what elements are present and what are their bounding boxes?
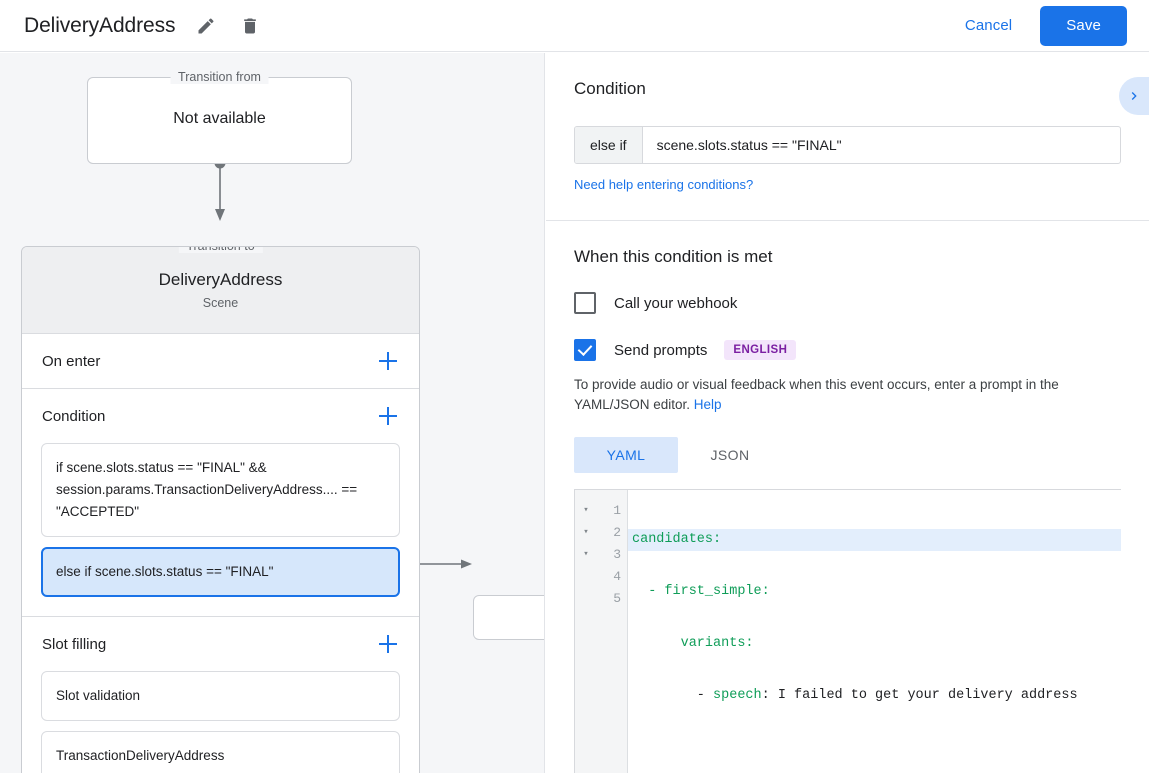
line-number: 4: [613, 568, 621, 584]
call-webhook-label: Call your webhook: [614, 294, 738, 312]
prompt-help-link[interactable]: Help: [693, 397, 722, 412]
flow-canvas[interactable]: Transition from Not available Transition…: [0, 53, 545, 773]
call-webhook-checkbox[interactable]: [574, 292, 596, 314]
condition-help-link[interactable]: Need help entering conditions?: [574, 177, 754, 192]
tab-json[interactable]: JSON: [710, 447, 750, 463]
downstream-node-stub[interactable]: [473, 595, 544, 640]
code-line[interactable]: variants:: [628, 633, 1121, 655]
line-number: 1: [613, 502, 621, 518]
slot-filling-list: Slot validation TransactionDeliveryAddre…: [22, 671, 419, 773]
fold-toggle-icon[interactable]: ▾: [583, 526, 589, 537]
condition-prefix: else if: [575, 127, 643, 163]
panel-condition-block: Condition else if Need help entering con…: [546, 53, 1149, 221]
when-met-title: When this condition is met: [574, 247, 773, 266]
gutter-line[interactable]: ▾ 1: [575, 499, 627, 521]
chevron-right-icon[interactable]: [1119, 77, 1149, 115]
code-line-text: variants:: [632, 636, 754, 651]
details-panel: Condition else if Need help entering con…: [546, 53, 1149, 773]
tab-yaml[interactable]: YAML: [574, 437, 678, 473]
editor-code-area[interactable]: candidates: - first_simple: variants: - …: [628, 490, 1121, 773]
section-condition: Condition if scene.slots.status == "FINA…: [22, 389, 419, 617]
language-badge: ENGLISH: [724, 340, 797, 360]
add-on-enter-button[interactable]: [377, 350, 399, 372]
scene-header: DeliveryAddress Scene: [22, 247, 419, 334]
scene-type: Scene: [202, 296, 239, 310]
condition-expression-input[interactable]: [642, 127, 1120, 163]
gutter-line[interactable]: ▾ 3: [575, 543, 627, 565]
line-number: 2: [613, 524, 621, 540]
send-prompts-row[interactable]: Send prompts ENGLISH: [574, 339, 1121, 361]
prompt-hint-body: To provide audio or visual feedback when…: [574, 377, 1059, 412]
section-condition-label: Condition: [42, 407, 106, 425]
scene-name: DeliveryAddress: [158, 270, 283, 289]
yaml-editor[interactable]: ▾ 1 ▾ 2 ▾ 3 4: [574, 489, 1121, 773]
gutter-line[interactable]: 4: [575, 565, 627, 587]
add-condition-button[interactable]: [377, 405, 399, 427]
transition-to-legend: Transition to: [178, 247, 263, 253]
condition-item[interactable]: if scene.slots.status == "FINAL" && sess…: [41, 443, 400, 537]
webhook-row[interactable]: Call your webhook: [574, 292, 1121, 314]
condition-input-row: else if: [574, 126, 1121, 164]
section-slot-filling: Slot filling Slot validation Transaction…: [22, 617, 419, 773]
condition-item-selected[interactable]: else if scene.slots.status == "FINAL": [41, 547, 400, 597]
section-condition-header: Condition: [22, 389, 419, 443]
slot-validation-item[interactable]: Slot validation: [41, 671, 400, 721]
slot-item[interactable]: TransactionDeliveryAddress: [41, 731, 400, 773]
line-number: 5: [613, 590, 621, 606]
transition-to-node[interactable]: Transition to DeliveryAddress Scene On e…: [21, 246, 420, 773]
code-line[interactable]: [628, 737, 1121, 759]
top-app-bar: DeliveryAddress Cancel Save: [0, 0, 1149, 52]
page-title: DeliveryAddress: [24, 13, 176, 37]
code-line[interactable]: - speech: I failed to get your delivery …: [632, 688, 1078, 703]
add-slot-filling-button[interactable]: [377, 633, 399, 655]
send-prompts-checkbox[interactable]: [574, 339, 596, 361]
section-slot-filling-label: Slot filling: [42, 635, 107, 653]
condition-list: if scene.slots.status == "FINAL" && sess…: [22, 443, 419, 616]
transition-from-node[interactable]: Transition from Not available: [87, 70, 352, 164]
gutter-line[interactable]: 5: [575, 587, 627, 609]
send-prompts-label: Send prompts: [614, 341, 708, 359]
gutter-line[interactable]: ▾ 2: [575, 521, 627, 543]
transition-from-value: Not available: [173, 110, 266, 127]
prompt-hint-text: To provide audio or visual feedback when…: [574, 375, 1121, 415]
editor-gutter: ▾ 1 ▾ 2 ▾ 3 4: [575, 490, 628, 773]
panel-condition-title: Condition: [574, 79, 646, 98]
code-line[interactable]: - first_simple:: [628, 581, 1121, 603]
cancel-button[interactable]: Cancel: [953, 9, 1024, 42]
pencil-icon[interactable]: [193, 13, 219, 39]
transition-from-legend: Transition from: [170, 70, 269, 84]
line-number: 3: [613, 546, 621, 562]
section-on-enter-header: On enter: [22, 334, 419, 388]
code-line[interactable]: candidates:: [628, 529, 1121, 551]
section-on-enter-label: On enter: [42, 352, 101, 370]
editor-format-tabs: YAML JSON: [574, 437, 1121, 473]
fold-toggle-icon[interactable]: ▾: [583, 548, 589, 559]
trash-icon[interactable]: [237, 13, 263, 39]
section-on-enter: On enter: [22, 334, 419, 389]
save-button[interactable]: Save: [1040, 5, 1127, 46]
code-line-text: - first_simple:: [632, 584, 770, 599]
panel-when-met-block: When this condition is met Call your web…: [546, 221, 1149, 773]
fold-toggle-icon[interactable]: ▾: [583, 504, 589, 515]
section-slot-filling-header: Slot filling: [22, 617, 419, 671]
code-line-text: candidates:: [632, 532, 722, 547]
